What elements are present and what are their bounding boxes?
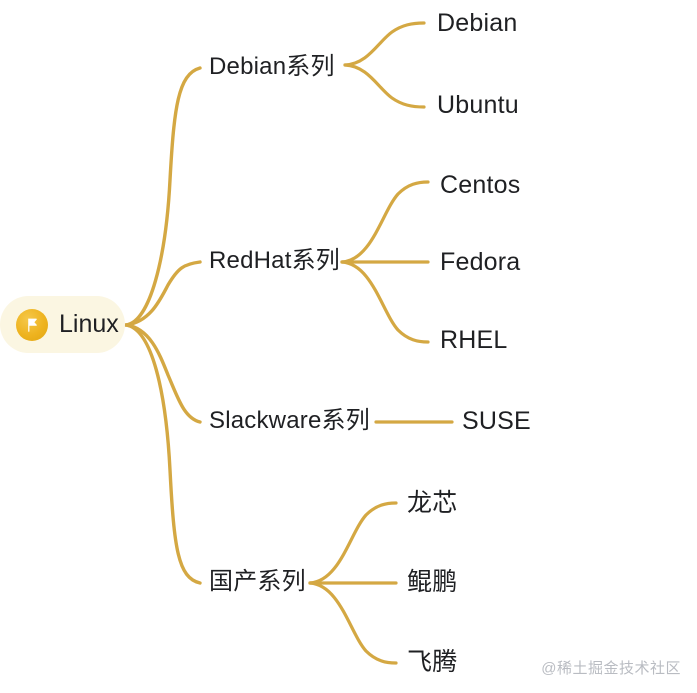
leaf-label-ubuntu[interactable]: Ubuntu bbox=[437, 91, 519, 119]
edge-redhat-series-to-rhel bbox=[340, 260, 430, 344]
edge-root-to-domestic-series bbox=[124, 323, 202, 585]
branch-label-domestic-series[interactable]: 国产系列 bbox=[209, 568, 306, 595]
branch-label-redhat-series[interactable]: RedHat系列 bbox=[209, 247, 340, 274]
leaf-label-fedora[interactable]: Fedora bbox=[440, 248, 521, 276]
edge-debian-series-to-ubuntu bbox=[343, 63, 426, 109]
edge-root-to-slackware-series bbox=[124, 323, 202, 424]
leaf-label-centos[interactable]: Centos bbox=[440, 171, 521, 199]
edge-root-to-debian-series bbox=[124, 66, 202, 327]
branch-label-slackware-series[interactable]: Slackware系列 bbox=[209, 407, 370, 434]
leaf-label-loongson[interactable]: 龙芯 bbox=[407, 489, 458, 517]
leaf-label-suse[interactable]: SUSE bbox=[462, 407, 531, 435]
edge-redhat-series-to-centos bbox=[340, 180, 430, 264]
branch-label-debian-series[interactable]: Debian系列 bbox=[209, 53, 335, 80]
leaf-label-kunpeng[interactable]: 鲲鹏 bbox=[407, 568, 458, 596]
edge-debian-series-to-debian bbox=[343, 21, 426, 67]
watermark: @稀土掘金技术社区 bbox=[541, 660, 681, 677]
leaf-label-phytium[interactable]: 飞腾 bbox=[407, 648, 458, 676]
edge-root-to-redhat-series bbox=[124, 260, 202, 327]
leaf-label-debian[interactable]: Debian bbox=[437, 9, 518, 37]
leaf-label-rhel[interactable]: RHEL bbox=[440, 326, 508, 354]
flag-icon bbox=[16, 308, 48, 341]
root-node-label: Linux bbox=[59, 310, 119, 338]
edge-domestic-series-to-phytium bbox=[308, 581, 398, 665]
edge-domestic-series-to-loongson bbox=[308, 501, 398, 585]
mindmap-root-node[interactable]: Linux bbox=[0, 296, 125, 353]
